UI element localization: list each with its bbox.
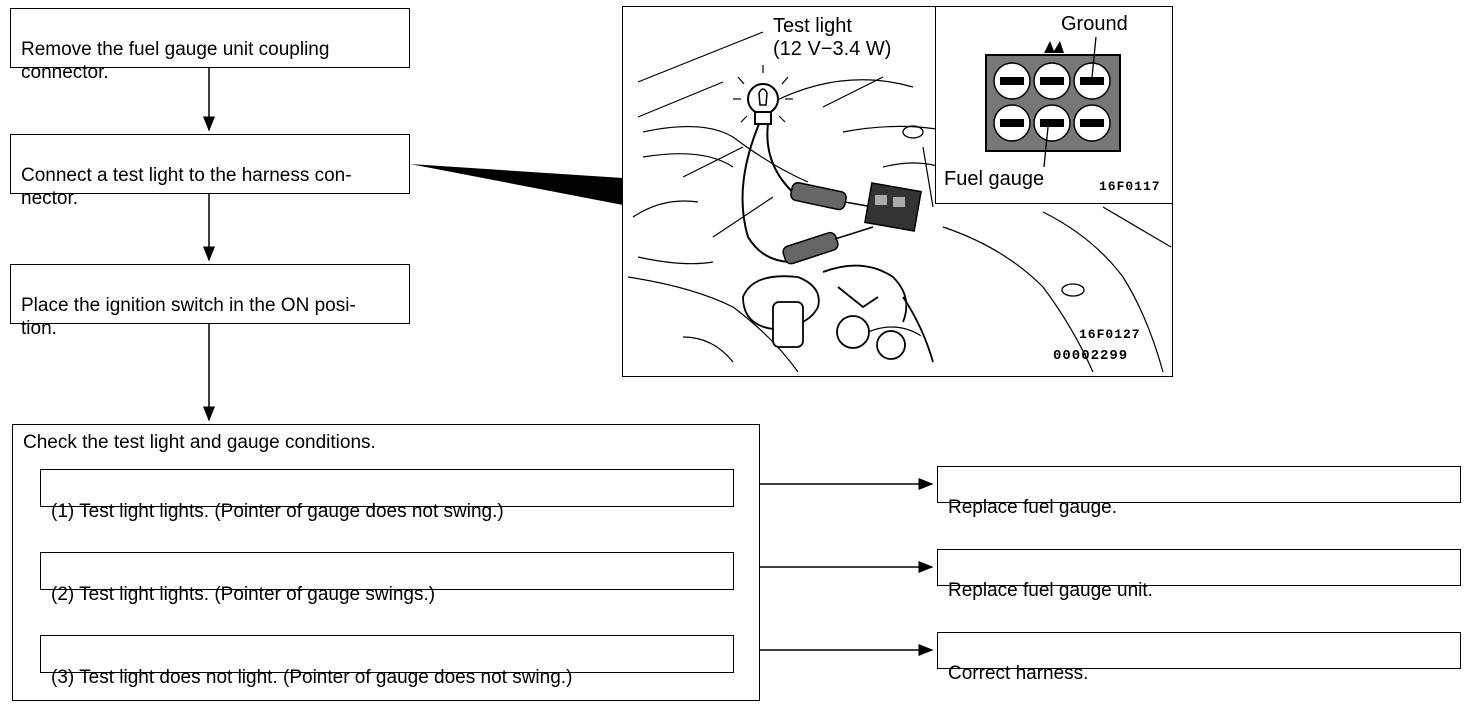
condition-3: (3) Test light does not light. (Pointer … xyxy=(40,635,734,688)
result-2: Replace fuel gauge unit. xyxy=(937,549,1461,601)
result-1: Replace fuel gauge. xyxy=(937,466,1461,518)
callout-pointer xyxy=(410,164,623,205)
step-remove-connector: Remove the fuel gauge unit coupling conn… xyxy=(10,8,410,83)
document-code: 00002299 xyxy=(1053,348,1129,364)
result-2-text: Replace fuel gauge unit. xyxy=(948,580,1153,601)
step-connect-test-light-text: Connect a test light to the harness con-… xyxy=(21,165,352,209)
condition-1-text: (1) Test light lights. (Pointer of gauge… xyxy=(51,501,504,522)
connector-face-icon xyxy=(985,36,1121,168)
main-figure-code: 16F0127 xyxy=(1079,327,1141,342)
result-3: Correct harness. xyxy=(937,632,1461,684)
condition-2-text: (2) Test light lights. (Pointer of gauge… xyxy=(51,584,436,605)
step-connect-test-light: Connect a test light to the harness con-… xyxy=(10,134,410,209)
test-light-label: Test light (12 V−3.4 W) xyxy=(773,15,892,60)
inset-figure-code: 16F0117 xyxy=(1099,179,1161,194)
step-remove-connector-text: Remove the fuel gauge unit coupling conn… xyxy=(21,39,330,83)
ground-label: Ground xyxy=(1061,13,1128,35)
connector-inset: Ground Fuel gauge 16F0117 xyxy=(935,7,1172,204)
condition-1: (1) Test light lights. (Pointer of gauge… xyxy=(40,469,734,522)
step-ignition-on: Place the ignition switch in the ON posi… xyxy=(10,264,410,339)
condition-3-text: (3) Test light does not light. (Pointer … xyxy=(51,667,573,688)
result-3-text: Correct harness. xyxy=(948,663,1089,684)
step-ignition-on-text: Place the ignition switch in the ON posi… xyxy=(21,295,356,339)
bulb-icon xyxy=(733,65,793,125)
result-1-text: Replace fuel gauge. xyxy=(948,497,1118,518)
illustration-drawing xyxy=(627,31,1172,373)
check-conditions-title: Check the test light and gauge condition… xyxy=(23,432,376,453)
test-light-illustration: Ground Fuel gauge 16F0117 Test light (12… xyxy=(622,6,1173,377)
condition-2: (2) Test light lights. (Pointer of gauge… xyxy=(40,552,734,605)
fuel-gauge-label: Fuel gauge xyxy=(944,168,1045,190)
